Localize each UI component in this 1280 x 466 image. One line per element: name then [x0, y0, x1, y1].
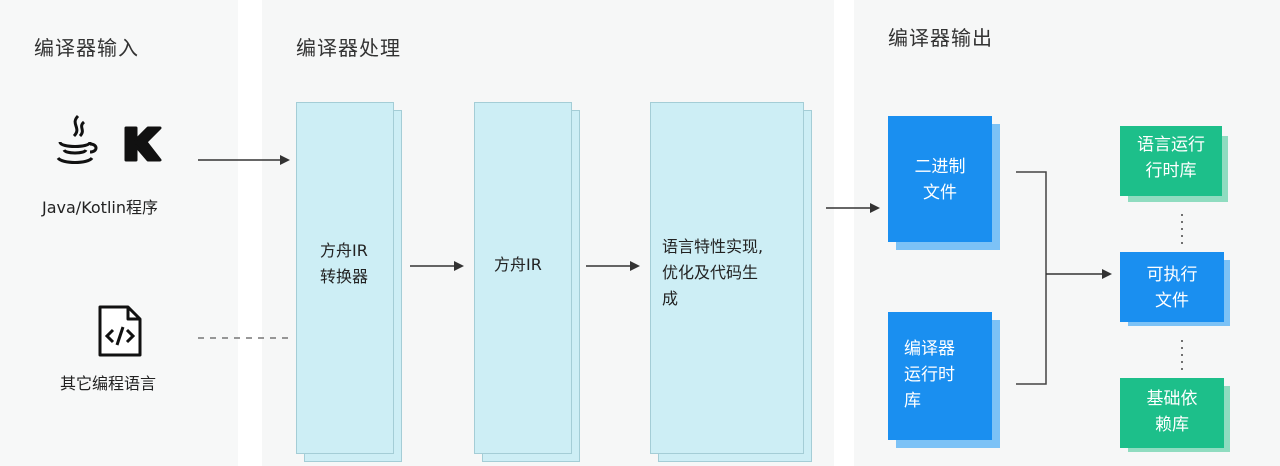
input-panel — [0, 0, 238, 466]
binary-line-1: 二进制 — [914, 157, 966, 177]
ir-converter-label: 方舟IR 转换器 — [320, 238, 368, 290]
lang-runtime-block — [1120, 126, 1222, 196]
lang-runtime-line-1: 语言运行 — [1137, 135, 1205, 155]
optimize-line-1: 语言特性实现, — [662, 237, 764, 256]
java-kotlin-label: Java/Kotlin程序 — [42, 198, 158, 217]
compiler-runtime-line-2: 运行时 — [904, 365, 955, 385]
base-lib-block — [1120, 378, 1224, 448]
base-lib-line-2: 赖库 — [1155, 415, 1189, 435]
lang-runtime-line-2: 行时库 — [1145, 161, 1197, 181]
binary-line-2: 文件 — [923, 183, 957, 203]
executable-label: 可执行 文件 — [1120, 262, 1224, 314]
executable-line-2: 文件 — [1155, 291, 1189, 311]
merge-bracket — [1016, 171, 1047, 385]
input-heading: 编译器输入 — [34, 36, 139, 60]
optimize-label: 语言特性实现, 优化及代码生 成 — [662, 234, 763, 312]
kotlin-icon — [124, 126, 162, 162]
java-icon — [56, 114, 98, 164]
binary-block — [888, 116, 992, 242]
compiler-runtime-line-3: 库 — [904, 391, 921, 411]
other-languages-label: 其它编程语言 — [60, 374, 157, 393]
ir-converter-line-2: 转换器 — [320, 267, 369, 286]
base-lib-line-1: 基础依 — [1146, 389, 1198, 409]
process-heading: 编译器处理 — [296, 36, 401, 60]
ir-converter-block — [296, 102, 394, 454]
compiler-runtime-block — [888, 312, 992, 440]
optimize-line-3: 成 — [662, 289, 679, 308]
ir-block — [474, 102, 572, 454]
compiler-runtime-label: 编译器 运行时 库 — [904, 336, 976, 414]
base-lib-label: 基础依 赖库 — [1120, 386, 1224, 438]
ir-label: 方舟IR — [494, 255, 542, 274]
ir-converter-line-1: 方舟IR — [320, 241, 368, 260]
optimize-block — [650, 102, 804, 454]
executable-block — [1120, 252, 1224, 322]
optimize-line-2: 优化及代码生 — [662, 263, 759, 282]
compiler-runtime-line-1: 编译器 — [904, 339, 955, 359]
binary-label: 二进制 文件 — [888, 154, 992, 206]
executable-line-1: 可执行 — [1146, 265, 1198, 285]
code-file-icon — [98, 305, 142, 357]
output-heading: 编译器输出 — [888, 26, 993, 50]
lang-runtime-label: 语言运行 行时库 — [1120, 132, 1222, 184]
